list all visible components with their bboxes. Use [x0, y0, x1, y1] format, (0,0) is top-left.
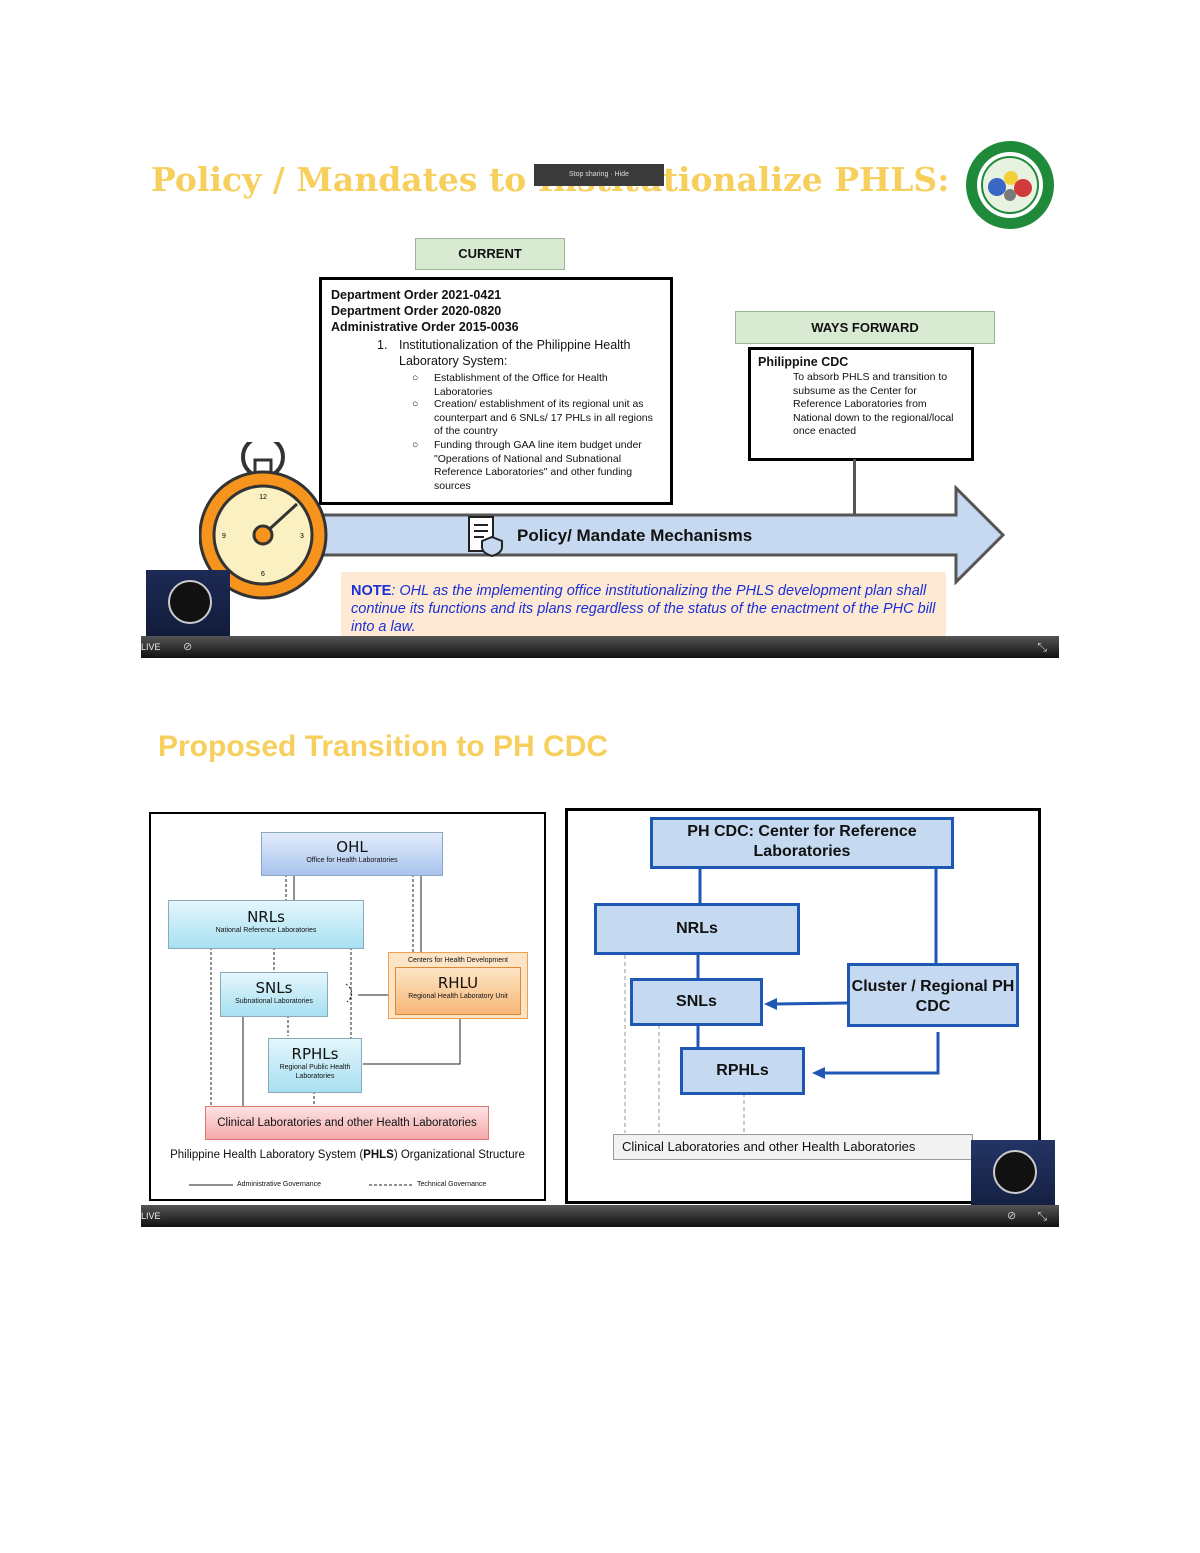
phls-org-structure-panel: OHL Office for Health Laboratories NRLs … [149, 812, 546, 1201]
clock-mark-3: 3 [300, 533, 304, 540]
video-control-bar[interactable]: LIVE ⊘ ⤡ [141, 636, 1059, 658]
rphls-box: RPHLs Regional Public Health Laboratorie… [268, 1038, 362, 1093]
stopwatch-icon: 12 3 6 9 [199, 442, 328, 600]
snls-box: SNLs Subnational Laboratories [220, 972, 328, 1017]
org-caption: Philippine Health Laboratory System (PHL… [151, 1149, 544, 1161]
org-connectors [189, 874, 461, 1186]
note-text: : OHL as the implementing office institu… [351, 583, 936, 635]
sub-bullet-3: Funding through GAA line item budget und… [434, 439, 642, 492]
sub-bullet-mark-1: ○ [412, 372, 419, 384]
cdc-nrls-box: NRLs [594, 903, 800, 955]
sub-bullet-1: Establishment of the Office for Health L… [434, 372, 608, 398]
legend-admin: Administrative Governance [237, 1181, 322, 1188]
slide-proposed-transition: Proposed Transition to PH CDC [141, 700, 1059, 1227]
rphls-sublabel: Regional Public Health Laboratories [279, 1064, 351, 1080]
clock-mark-9: 9 [222, 533, 226, 540]
cdc-clinical-labs-box: Clinical Laboratories and other Health L… [613, 1134, 973, 1160]
order-1: Department Order 2021-0421 [331, 288, 502, 302]
camera-off-icon[interactable]: ⊘ [183, 641, 193, 653]
nrls-sublabel: National Reference Laboratories [215, 927, 317, 934]
org-caption-pre: Philippine Health Laboratory System ( [170, 1149, 364, 1161]
note-prefix: NOTE [351, 583, 392, 599]
cdc-connector-line [853, 459, 856, 514]
live-badge: LIVE [141, 1211, 161, 1221]
document-shield-icon [468, 516, 503, 557]
video-control-bar[interactable]: LIVE ⊘ ⤡ [141, 1205, 1059, 1227]
cdc-connectors [624, 868, 940, 1133]
chd-box: Centers for Health Development RHLU Regi… [388, 952, 528, 1019]
ph-cdc-structure-panel: PH CDC: Center for Reference Laboratorie… [565, 808, 1041, 1204]
ohl-box: OHL Office for Health Laboratories [261, 832, 443, 876]
current-orders-box: Department Order 2021-0421 Department Or… [319, 277, 673, 505]
org-caption-post: ) Organizational Structure [393, 1149, 525, 1161]
ohl-seal-logo [966, 141, 1054, 229]
slide-policy-mandates: Policy / Mandates to Institutionalize PH… [141, 120, 1059, 658]
rphls-label: RPHLs [291, 1045, 339, 1063]
legend-tech: Technical Governance [417, 1181, 487, 1188]
cdc-snls-box: SNLs [630, 978, 763, 1026]
obs-logo-icon [168, 580, 212, 624]
cdc-rphls-box: RPHLs [680, 1047, 805, 1095]
sub-bullet-mark-3: ○ [412, 439, 419, 451]
nrls-box: NRLs National Reference Laboratories [168, 900, 364, 949]
current-label: CURRENT [415, 238, 565, 270]
nrls-label: NRLs [247, 908, 285, 926]
rhlu-box: RHLU Regional Health Laboratory Unit [395, 967, 521, 1015]
camera-off-icon[interactable]: ⊘ [1007, 1210, 1017, 1222]
rhlu-label: RHLU [437, 974, 479, 992]
ohl-sublabel: Office for Health Laboratories [306, 857, 398, 864]
clinical-labs-label: Clinical Laboratories and other Health L… [217, 1117, 477, 1129]
fullscreen-icon[interactable]: ⤡ [1037, 640, 1047, 654]
live-badge: LIVE [141, 642, 161, 652]
chd-label: Centers for Health Development [408, 957, 508, 964]
sub-bullet-mark-2: ○ [412, 398, 419, 410]
cluster-regional-box: Cluster / Regional PH CDC [847, 963, 1019, 1027]
ways-forward-label: WAYS FORWARD [735, 311, 995, 344]
philippine-cdc-text: To absorb PHLS and transition to subsume… [793, 371, 954, 437]
order-3: Administrative Order 2015-0036 [331, 320, 519, 334]
philippine-cdc-title: Philippine CDC [758, 355, 849, 369]
rhlu-sublabel: Regional Health Laboratory Unit [408, 993, 508, 1000]
item-number: 1. [377, 338, 388, 352]
ph-cdc-box: PH CDC: Center for Reference Laboratorie… [650, 817, 954, 869]
snls-label: SNLs [255, 979, 293, 997]
slide-title: Proposed Transition to PH CDC [158, 730, 609, 763]
sub-bullet-2: Creation/ establishment of its regional … [434, 398, 653, 437]
arrow-label: Policy/ Mandate Mechanisms [517, 526, 753, 545]
obs-logo-icon [993, 1150, 1037, 1194]
fullscreen-icon[interactable]: ⤡ [1037, 1209, 1047, 1223]
clock-mark-12: 12 [259, 494, 267, 501]
org-caption-bold: PHLS [363, 1149, 394, 1161]
clock-mark-6: 6 [261, 571, 265, 578]
screen-share-bar[interactable]: Stop sharing · Hide [534, 164, 664, 186]
snls-sublabel: Subnational Laboratories [235, 998, 313, 1005]
item-text: Institutionalization of the Philippine H… [399, 338, 631, 368]
ohl-label: OHL [336, 838, 368, 856]
philippine-cdc-box: Philippine CDC To absorb PHLS and transi… [748, 347, 974, 461]
policy-arrow [291, 485, 1006, 585]
clinical-labs-box: Clinical Laboratories and other Health L… [205, 1106, 489, 1140]
order-2: Department Order 2020-0820 [331, 304, 502, 318]
